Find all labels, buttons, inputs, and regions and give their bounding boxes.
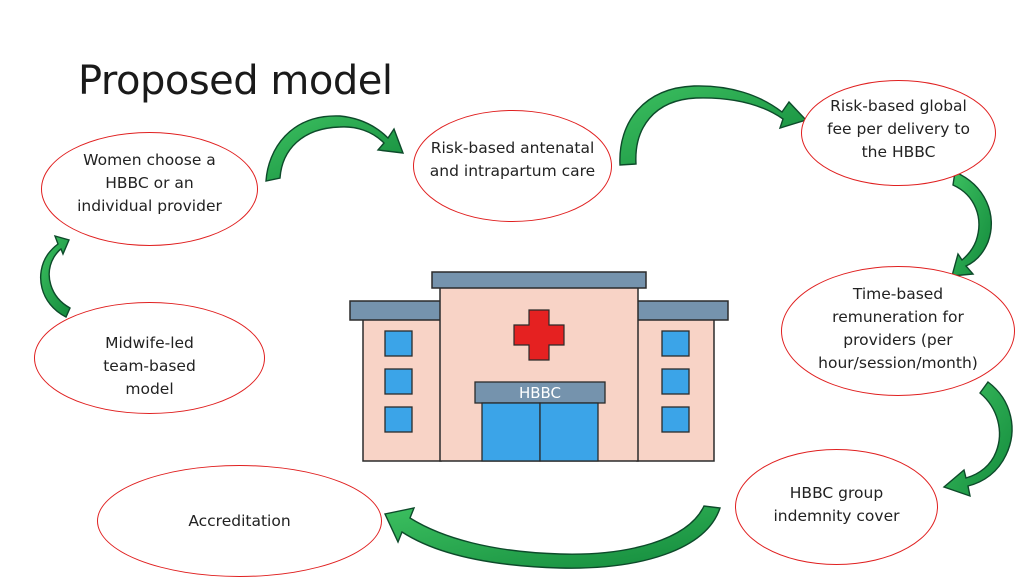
medical-cross-icon [513, 309, 565, 361]
node-accreditation-line-1: Accreditation [188, 512, 291, 530]
node-indemnity-cover: HBBC group indemnity cover [735, 449, 938, 565]
node-indemnity-line-1: HBBC group [789, 484, 884, 502]
hospital-right-roof [627, 300, 729, 321]
window-right-1 [661, 330, 690, 357]
node-fee-line-2: fee per delivery to [827, 120, 970, 138]
node-fee-line-3: the HBBC [861, 143, 936, 161]
hospital-sign-text: HBBC [519, 384, 561, 402]
node-midwife-line-1: Midwife-led [105, 334, 194, 352]
hospital-door-right [539, 402, 599, 462]
node-time-line-3: providers (per [843, 331, 953, 349]
window-left-3 [384, 406, 413, 433]
hospital-left-roof [349, 300, 451, 321]
window-left-1 [384, 330, 413, 357]
window-right-3 [661, 406, 690, 433]
node-midwife-led-model: Midwife-led team-based model [34, 302, 265, 414]
window-left-2 [384, 368, 413, 395]
node-time-based-remuneration: Time-based remuneration for providers (p… [781, 266, 1015, 396]
arrow-fee-to-time [951, 170, 992, 277]
node-midwife-line-3: model [125, 380, 174, 398]
hospital-door-left [481, 402, 541, 462]
window-right-2 [661, 368, 690, 395]
arrow-time-to-indemnity [942, 381, 1013, 498]
node-women-choose: Women choose a HBBC or an individual pro… [41, 132, 258, 246]
node-women-line-1: Women choose a [83, 151, 216, 169]
hospital-center-roof [431, 271, 647, 289]
node-global-fee: Risk-based global fee per delivery to th… [801, 80, 996, 186]
node-time-line-4: hour/session/month) [818, 354, 978, 372]
node-time-line-1: Time-based [852, 285, 944, 303]
node-fee-line-1: Risk-based global [830, 97, 967, 115]
node-care-line-1: Risk-based antenatal [430, 139, 595, 157]
slide-title: Proposed model [78, 58, 393, 104]
node-time-line-2: remuneration for [832, 308, 964, 326]
node-risk-based-care: Risk-based antenatal and intrapartum car… [413, 110, 612, 222]
arrow-women-to-care [265, 115, 405, 182]
node-women-line-2: HBBC or an [105, 174, 194, 192]
arrow-midwife-to-women [40, 234, 71, 318]
hospital-building-icon: HBBC [349, 271, 729, 462]
arrow-care-to-fee [619, 85, 808, 166]
node-care-line-2: and intrapartum care [429, 162, 596, 180]
node-women-line-3: individual provider [77, 197, 222, 215]
node-indemnity-line-2: indemnity cover [773, 507, 900, 525]
arrow-indemnity-to-accreditation [383, 505, 721, 569]
node-midwife-line-2: team-based [103, 357, 196, 375]
node-accreditation: Accreditation [97, 465, 382, 577]
